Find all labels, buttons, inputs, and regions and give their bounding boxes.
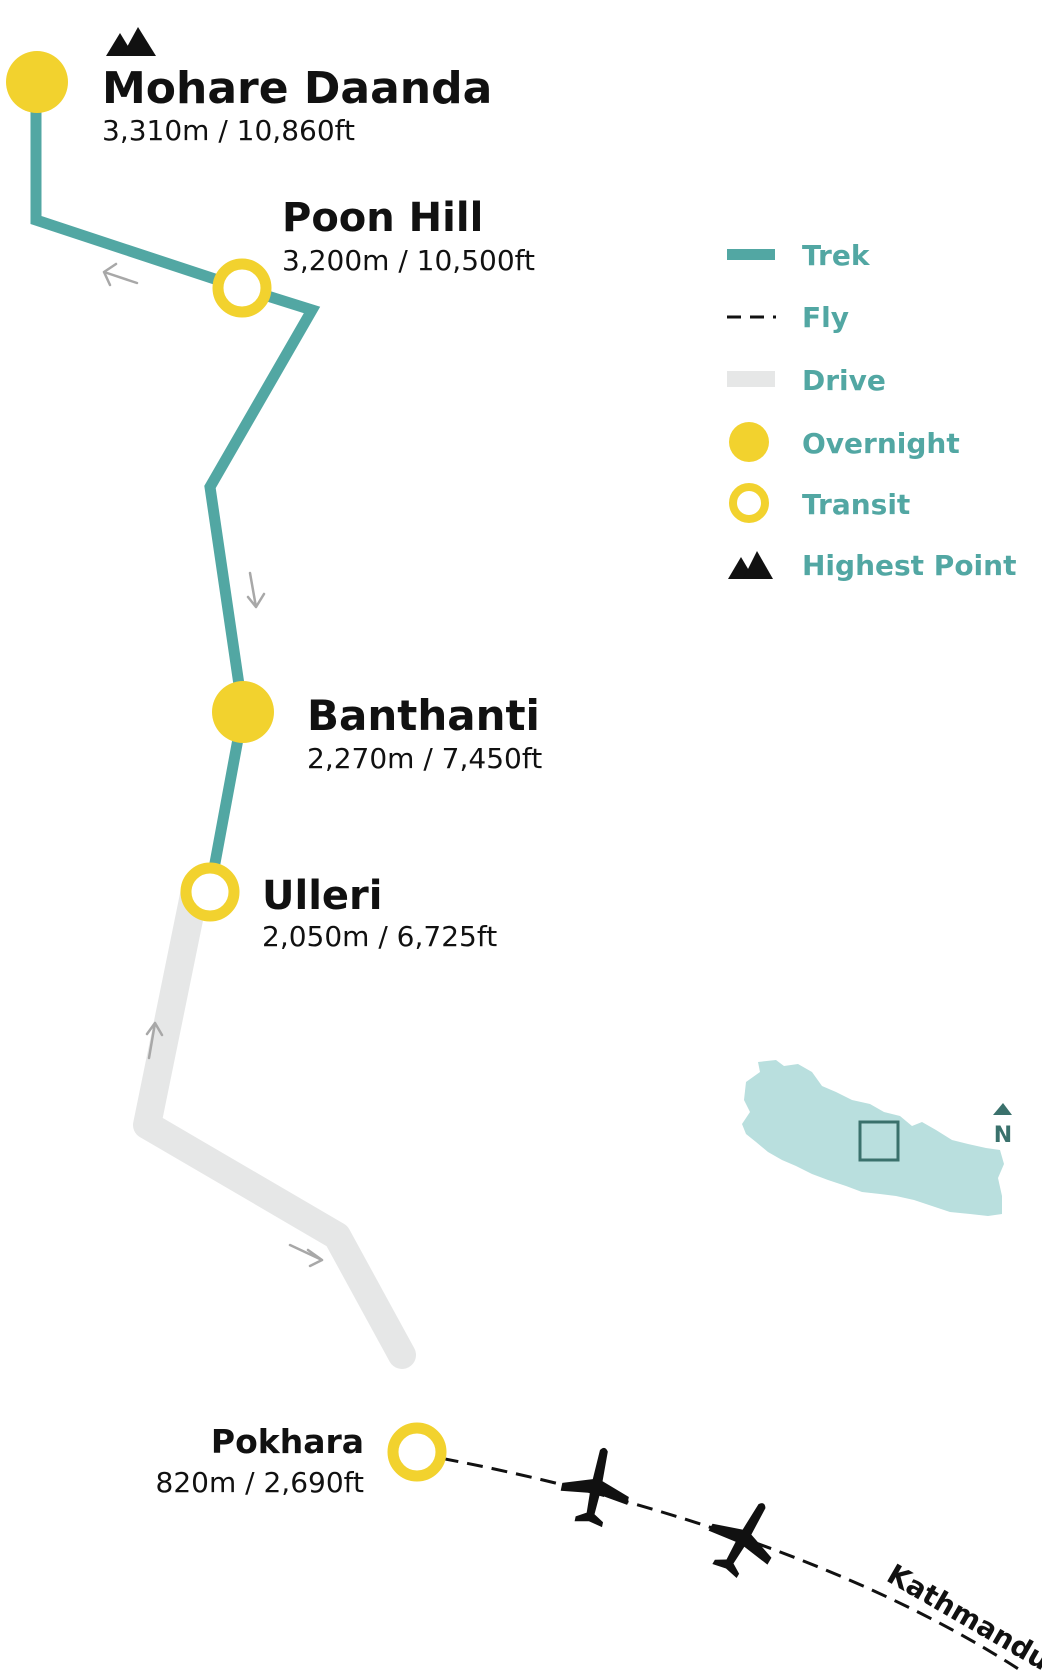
trek-route [30, 80, 321, 892]
legend: Trek Fly Drive Overnight Transit Highest… [727, 239, 1016, 582]
marker-transit [387, 1422, 447, 1482]
marker-transit [180, 862, 240, 922]
airplane-icon [708, 1503, 772, 1579]
legend-label-trek: Trek [802, 239, 871, 272]
mountain-peaks-icon [106, 27, 156, 56]
place-name: Mohare Daanda [102, 63, 492, 114]
drive-route [133, 876, 416, 1369]
place-name: Poon Hill [282, 195, 483, 241]
marker-overnight [6, 51, 68, 113]
direction-arrow-icon [145, 1021, 164, 1060]
legend-trek-swatch [727, 249, 775, 260]
region-highlight-box [858, 1120, 900, 1162]
destination-label: Kathmandu [882, 1557, 1042, 1677]
legend-label-highest: Highest Point [802, 549, 1016, 582]
marker-overnight [212, 681, 274, 743]
place-name: Banthanti [307, 691, 540, 740]
legend-label-overnight: Overnight [802, 427, 960, 460]
legend-drive-swatch [727, 371, 775, 387]
legend-label-transit: Transit [802, 488, 910, 521]
legend-transit-swatch [729, 483, 769, 523]
north-label: N [994, 1123, 1012, 1148]
direction-arrow-icon [102, 262, 139, 287]
place-elevation: 2,270m / 7,450ft [307, 742, 542, 775]
legend-label-fly: Fly [802, 301, 849, 334]
legend-overnight-swatch [729, 422, 769, 462]
direction-arrow-icon [288, 1243, 324, 1268]
place-name: Ulleri [262, 873, 382, 919]
fly-route [417, 1452, 1021, 1672]
marker-transit [212, 258, 272, 318]
place-elevation: 3,200m / 10,500ft [282, 244, 535, 277]
legend-label-drive: Drive [802, 364, 886, 397]
place-elevation: 3,310m / 10,860ft [102, 114, 355, 147]
mountain-peaks-icon [728, 551, 773, 579]
place-elevation: 820m / 2,690ft [156, 1466, 364, 1499]
place-elevation: 2,050m / 6,725ft [262, 920, 497, 953]
direction-arrow-icon [246, 571, 266, 609]
nepal-inset-map: N [742, 1060, 1012, 1216]
place-name: Pokhara [211, 1422, 364, 1461]
airplane-icon [560, 1447, 629, 1528]
north-arrow-icon [993, 1103, 1012, 1115]
nepal-outline [742, 1060, 1004, 1216]
